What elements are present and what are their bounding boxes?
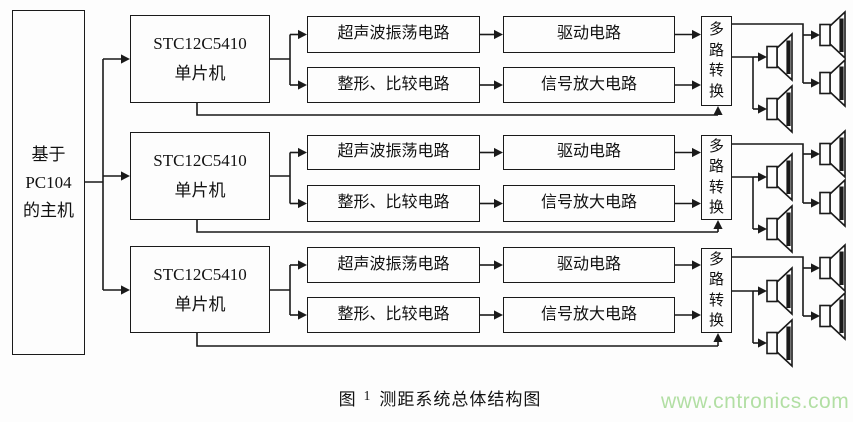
row-3-connectors (196, 243, 846, 368)
shaping-compare-circuit-box-1: 整形、比较电路 (307, 67, 480, 103)
driver-circuit-box-2: 驱动电路 (503, 135, 675, 170)
speaker-icon (819, 243, 846, 293)
host-box: 基于 PC104 的主机 (12, 10, 85, 355)
host-label-line2: PC104 (25, 172, 72, 192)
multiplexer-box-3: 多路转换 (701, 248, 732, 333)
multiplexer-box-2: 多路转换 (701, 135, 732, 220)
mcu-box-2: STC12C5410 单片机 (130, 132, 270, 220)
shaping-compare-circuit-box-2: 整形、比较电路 (307, 185, 480, 222)
figure-caption-title: 测距系统总体结构图 (379, 390, 542, 409)
multiplexer-label: 多路转换 (709, 22, 725, 100)
mcu-label-line2: 单片机 (174, 64, 226, 83)
speaker-icon (819, 129, 846, 179)
speaker-icon (766, 204, 793, 254)
speaker-icon (819, 58, 846, 108)
oscillator-circuit-box-3: 超声波振荡电路 (307, 247, 480, 283)
row-2-connectors (196, 129, 846, 254)
signal-amplifier-box-3: 信号放大电路 (503, 297, 675, 333)
mcu-box-3: STC12C5410 单片机 (130, 246, 270, 333)
speaker-icon (766, 318, 793, 368)
shaping-compare-circuit-box-3: 整形、比较电路 (307, 297, 480, 333)
mcu-label-line2: 单片机 (174, 294, 226, 314)
speaker-icon (819, 291, 846, 341)
mcu-label-line1: STC12C5410 (153, 34, 247, 53)
speaker-icon (766, 266, 793, 316)
figure-caption-prefix: 图 (338, 390, 357, 409)
driver-circuit-box-3: 驱动电路 (503, 247, 675, 283)
multiplexer-box-1: 多路转换 (701, 16, 732, 106)
signal-amplifier-box-1: 信号放大电路 (503, 67, 675, 103)
host-label-line1: 基于 (31, 144, 66, 164)
mcu-label-line2: 单片机 (174, 181, 226, 200)
oscillator-circuit-box-1: 超声波振荡电路 (307, 16, 480, 53)
driver-circuit-box-1: 驱动电路 (503, 16, 675, 53)
signal-amplifier-box-2: 信号放大电路 (503, 185, 675, 222)
speaker-icon (819, 178, 846, 228)
oscillator-circuit-box-2: 超声波振荡电路 (307, 135, 480, 170)
mcu-box-1: STC12C5410 单片机 (130, 15, 270, 103)
row-1-connectors (196, 10, 846, 134)
multiplexer-label: 多路转换 (709, 138, 725, 217)
multiplexer-label: 多路转换 (709, 251, 725, 330)
watermark: www.cntronics.com (661, 390, 850, 413)
mcu-label-line1: STC12C5410 (153, 264, 247, 284)
host-label-line3: 的主机 (23, 200, 74, 220)
host-bus-connector (85, 54, 130, 295)
figure-number: 1 (363, 388, 371, 403)
mcu-label-line1: STC12C5410 (153, 151, 247, 170)
speaker-icon (766, 152, 793, 202)
speaker-icon (766, 32, 793, 82)
speaker-icon (766, 84, 793, 134)
speaker-icon (819, 10, 846, 60)
